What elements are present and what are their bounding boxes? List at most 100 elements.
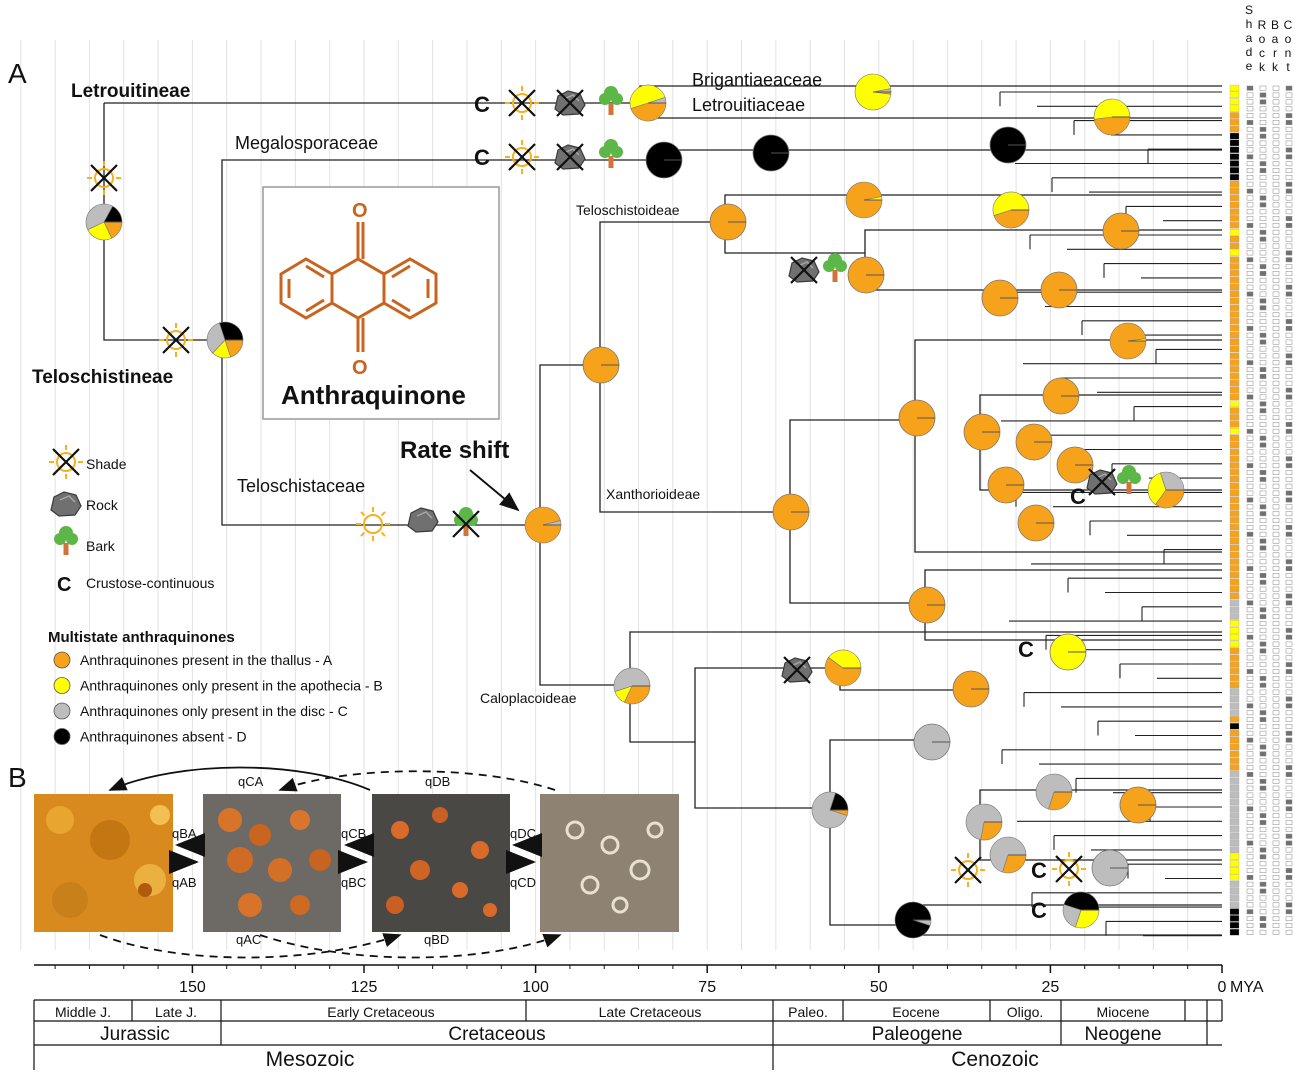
photo-state-c: [372, 794, 510, 932]
node-pie: [1015, 423, 1053, 461]
trait-header-letter: d: [1246, 45, 1253, 59]
trait-header-letter: B: [1271, 18, 1279, 32]
epoch-late-j: Late J.: [155, 1004, 197, 1020]
trait-header-letter: k: [1272, 60, 1279, 74]
period-paleogene: Paleogene: [872, 1024, 963, 1045]
crustose-c-marker: C: [1070, 484, 1086, 509]
node-pie: [894, 901, 932, 939]
node-pie: [1091, 849, 1129, 887]
legend-state-swatch: [53, 728, 71, 745]
node-pie: [1017, 504, 1055, 542]
trait-header-letter: c: [1259, 46, 1265, 60]
trait-header-letter: h: [1246, 17, 1253, 31]
node-pie: [854, 73, 892, 111]
label-caloplacoideae: Caloplacoideae: [480, 690, 577, 706]
rock-icon: [407, 507, 439, 533]
node-pie: [845, 181, 883, 219]
period-neogene: Neogene: [1084, 1024, 1161, 1045]
trait-header-letter: R: [1258, 18, 1267, 32]
photo-state-b: [203, 794, 341, 932]
trait-header-letter: o: [1259, 32, 1266, 46]
panel-label-a: A: [8, 58, 27, 89]
legend-state-label: Anthraquinones only present in the apoth…: [80, 678, 383, 694]
node-pie: [1147, 471, 1185, 509]
trait-header-letter: C: [1284, 18, 1293, 32]
rate-qBA: qBA: [172, 826, 197, 841]
anthraquinone-o-bottom: O: [352, 357, 368, 379]
period-jurassic: Jurassic: [100, 1024, 170, 1045]
label-teloschistoideae: Teloschistoideae: [576, 202, 680, 218]
crustose-c-marker: C: [1018, 637, 1034, 662]
node-pie: [952, 670, 990, 708]
legend-shade-label: Shade: [86, 456, 127, 472]
period-cretaceous: Cretaceous: [448, 1024, 545, 1045]
legend-state-swatch: [53, 702, 71, 720]
rate-qAC: qAC: [236, 932, 261, 947]
node-pie: [1056, 446, 1094, 484]
rate-qDC: qDC: [510, 826, 536, 841]
node-pie: [645, 141, 683, 179]
label-megalosporaceae: Megalosporaceae: [235, 133, 378, 153]
crustose-c-marker: C: [1031, 898, 1047, 923]
node-pie: [965, 803, 1003, 841]
legend-multistate-title: Multistate anthraquinones: [48, 629, 235, 646]
crustose-c-marker: C: [1031, 858, 1047, 883]
axis-tick-label: 100: [522, 979, 549, 996]
node-pie: [824, 649, 862, 687]
node-pie: [1049, 633, 1087, 671]
bark-tree-icon: [599, 86, 623, 115]
node-pie: [613, 667, 651, 705]
node-pie: [1102, 212, 1140, 250]
node-pie: [582, 346, 620, 384]
rate-qBD: qBD: [424, 932, 449, 947]
anthraquinone-label: Anthraquinone: [281, 380, 466, 410]
legend-state-label: Anthraquinones only present in the disc …: [80, 703, 348, 719]
trait-header-letter: r: [1273, 46, 1277, 60]
ancestral-state-pies: [85, 73, 1185, 939]
rate-qAB: qAB: [172, 875, 197, 890]
rate-shift-arrow: [469, 469, 520, 512]
node-pie: [1040, 271, 1078, 309]
bark-tree-icon: [599, 139, 623, 168]
node-pie: [772, 493, 810, 531]
trait-header-letter: a: [1246, 31, 1253, 45]
legend-rock-label: Rock: [86, 497, 119, 513]
node-pie: [629, 84, 667, 122]
trait-header-letter: o: [1285, 32, 1292, 46]
node-pie: [752, 134, 790, 172]
rate-qBC: qBC: [341, 875, 366, 890]
label-brigantiaeaceae: Brigantiaeaceae: [692, 70, 822, 90]
node-pie: [1093, 98, 1131, 136]
epoch-paleocene: Paleo.: [788, 1004, 828, 1020]
rate-qCB: qCB: [341, 826, 366, 841]
node-pie: [981, 279, 1019, 317]
panel-b: qBA qAB qCB qBC qDC qCD qCA qDB qAC qBD: [34, 766, 679, 959]
trait-header-letter: n: [1285, 46, 1292, 60]
node-pie: [989, 126, 1027, 164]
trait-header-letter: t: [1286, 60, 1290, 74]
node-pie: [524, 506, 562, 544]
node-pie: [1062, 891, 1100, 929]
label-teloschistineae: Teloschistineae: [32, 367, 173, 388]
axis-tick-label: 0: [1218, 979, 1227, 996]
legend-bark-label: Bark: [86, 538, 116, 554]
epoch-middle-j: Middle J.: [55, 1004, 111, 1020]
node-pie: [913, 723, 951, 761]
legend-crustose-label: Crustose-continuous: [86, 575, 214, 591]
epoch-oligocene: Oligo.: [1007, 1004, 1044, 1020]
rate-qDB: qDB: [425, 774, 450, 789]
legend: Shade Rock Bark C Crustose-continuous Mu…: [48, 444, 383, 745]
node-pie: [1109, 322, 1147, 360]
rate-qCA: qCA: [238, 774, 264, 789]
bark-tree-icon: [823, 253, 847, 282]
photo-state-d: [540, 794, 679, 932]
era-cenozoic: Cenozoic: [951, 1048, 1039, 1071]
epoch-late-cretaceous: Late Cretaceous: [599, 1004, 702, 1020]
crustose-c-marker: C: [474, 145, 490, 170]
trait-header-letter: a: [1272, 32, 1279, 46]
epoch-miocene: Miocene: [1097, 1004, 1150, 1020]
node-pie: [1035, 773, 1073, 811]
